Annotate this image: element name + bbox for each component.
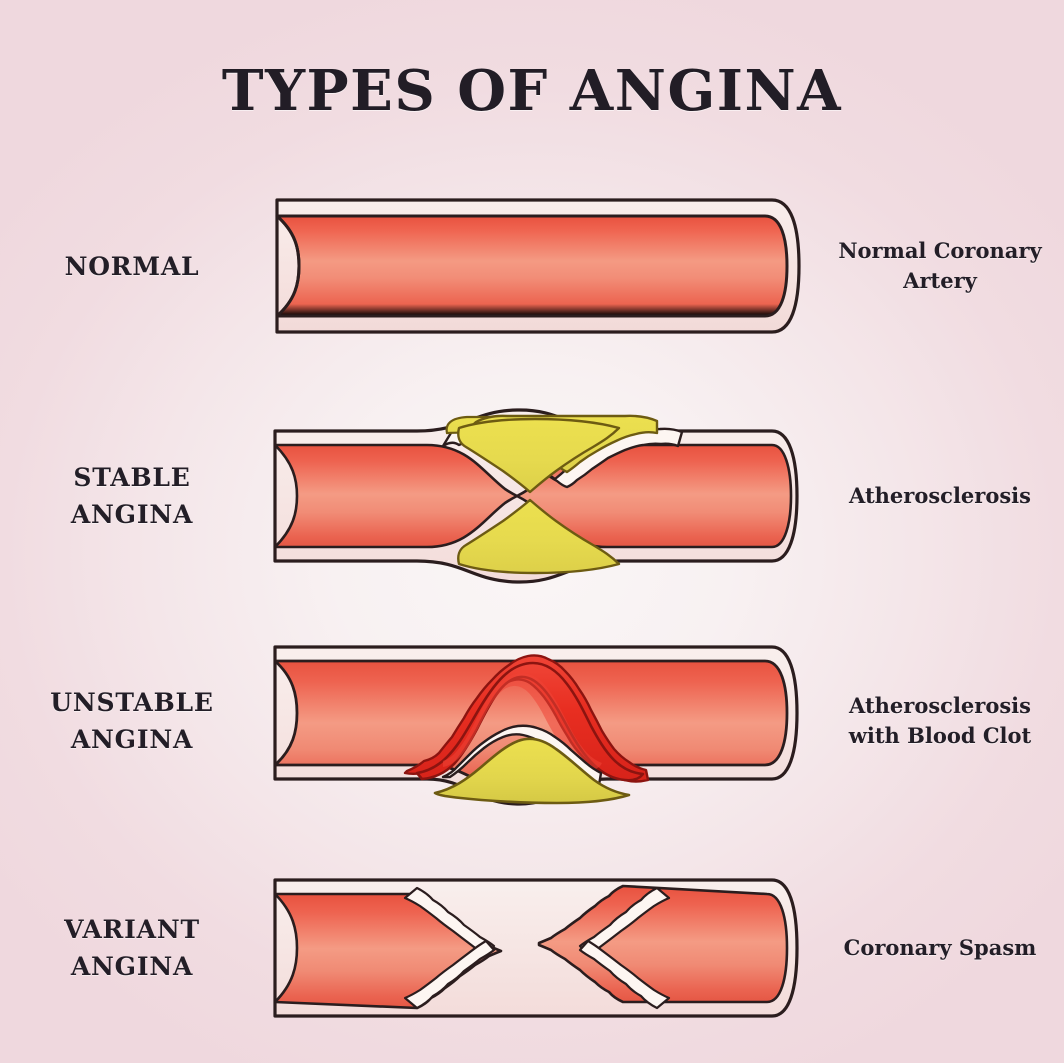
row-stable-left-label: STABLE ANGINA xyxy=(0,459,264,533)
row-normal-illustration xyxy=(264,186,810,346)
label-line: ANGINA xyxy=(70,500,194,529)
row-stable-right-label: Atherosclerosis xyxy=(810,481,1064,511)
label-line: UNSTABLE xyxy=(50,688,214,717)
row-stable-illustration xyxy=(264,405,810,587)
row-stable-angina: STABLE ANGINA xyxy=(0,405,1064,587)
row-unstable-left-label: UNSTABLE ANGINA xyxy=(0,684,264,758)
stable-angina-artery-icon xyxy=(273,408,799,584)
label-line: NORMAL xyxy=(64,251,200,281)
label-line: with Blood Clot xyxy=(848,723,1032,748)
label-line: Atherosclerosis xyxy=(849,483,1031,509)
page-title: TYPES OF ANGINA xyxy=(221,58,843,124)
label-line: Coronary Spasm xyxy=(843,935,1037,961)
row-variant-angina: VARIANT ANGINA xyxy=(0,862,1064,1034)
normal-artery-icon xyxy=(275,198,801,334)
row-normal: NORMAL xyxy=(0,186,1064,346)
unstable-angina-artery-icon xyxy=(273,645,799,806)
row-variant-illustration xyxy=(264,862,810,1034)
label-line: STABLE xyxy=(73,463,191,492)
variant-angina-artery-icon xyxy=(273,878,799,1018)
label-line: Atherosclerosis xyxy=(849,693,1031,719)
label-line: Artery xyxy=(903,268,977,293)
row-normal-left-label: NORMAL xyxy=(0,248,264,285)
label-line: VARIANT xyxy=(64,915,200,944)
row-unstable-right-label: Atherosclerosis with Blood Clot xyxy=(810,691,1064,751)
label-line: ANGINA xyxy=(70,952,194,981)
row-variant-right-label: Coronary Spasm xyxy=(810,933,1064,963)
label-line: ANGINA xyxy=(70,725,194,754)
row-normal-right-label: Normal Coronary Artery xyxy=(810,236,1064,296)
row-variant-left-label: VARIANT ANGINA xyxy=(0,911,264,985)
row-unstable-angina: UNSTABLE ANGINA xyxy=(0,633,1064,809)
label-line: Normal Coronary xyxy=(838,238,1042,264)
row-unstable-illustration xyxy=(264,633,810,809)
